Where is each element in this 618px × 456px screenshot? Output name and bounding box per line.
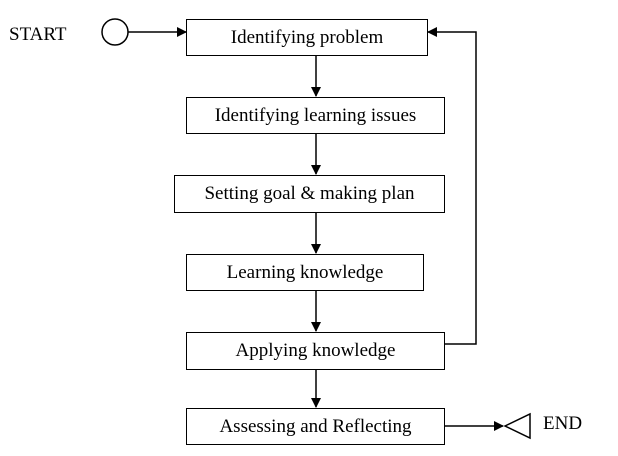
- step-identifying-problem: Identifying problem: [186, 19, 428, 56]
- start-circle: [101, 18, 129, 46]
- step-identifying-learning-issues: Identifying learning issues: [186, 97, 445, 134]
- start-label: START: [9, 24, 67, 45]
- end-triangle: [503, 412, 531, 440]
- step-learning-knowledge: Learning knowledge: [186, 254, 424, 291]
- end-label: END: [543, 413, 583, 434]
- step-assessing-and-reflecting: Assessing and Reflecting: [186, 408, 445, 445]
- feedback-loop-arrow: [427, 27, 477, 345]
- step-setting-goal-making-plan: Setting goal & making plan: [174, 175, 445, 213]
- step-applying-knowledge: Applying knowledge: [186, 332, 445, 370]
